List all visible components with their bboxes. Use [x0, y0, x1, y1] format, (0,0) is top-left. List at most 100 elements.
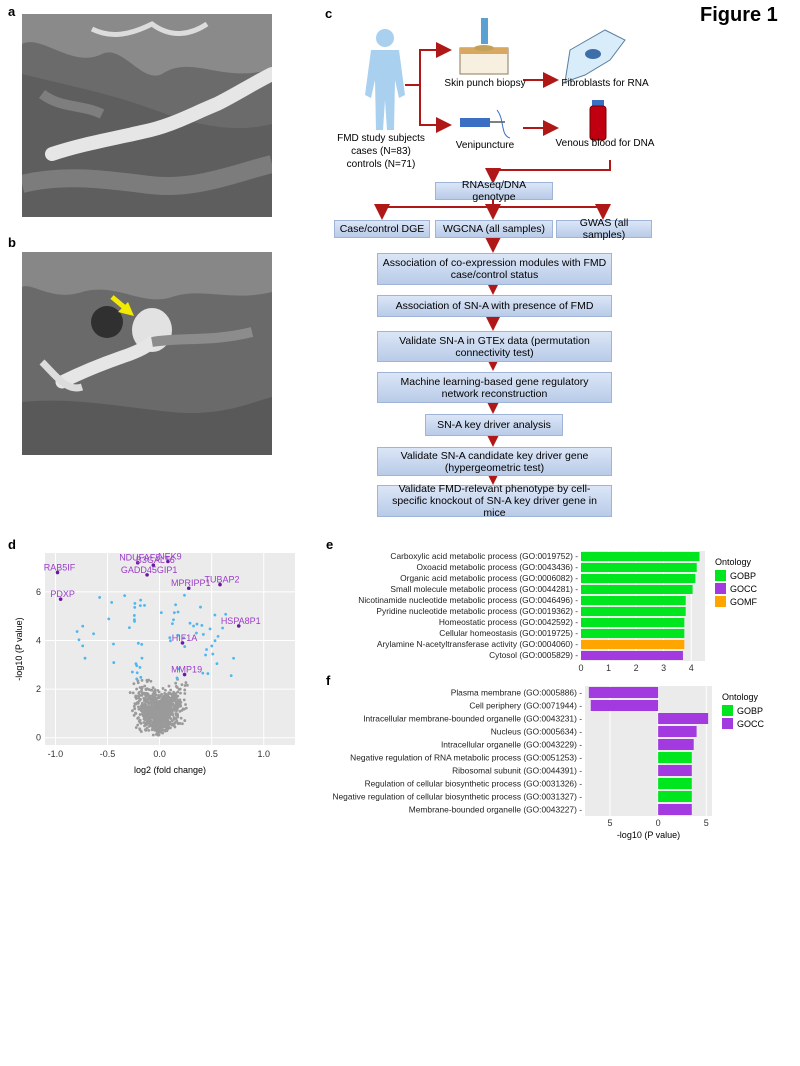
volcano-point: [169, 639, 172, 643]
volcano-point: [77, 638, 81, 642]
venous-blood-label: Venous blood for DNA: [555, 138, 655, 149]
volcano-point: [175, 700, 179, 704]
ct-image-b: [22, 252, 272, 455]
volcano-point: [158, 708, 162, 712]
volcano-point: [145, 713, 149, 717]
volcano-point: [150, 688, 154, 692]
category-label: Cytosol (GO:0005829) -: [489, 650, 578, 660]
volcano-point: [139, 675, 143, 679]
panel-label-d: d: [8, 537, 16, 552]
volcano-point: [136, 717, 140, 720]
volcano-point: [161, 695, 165, 699]
volcano-point: [153, 688, 157, 692]
volcano-point: [143, 712, 147, 715]
gene-point: [58, 597, 63, 601]
volcano-point: [138, 666, 142, 669]
volcano-point: [165, 726, 168, 730]
gene-point: [218, 582, 222, 587]
volcano-point: [135, 677, 139, 681]
volcano-point: [142, 709, 146, 713]
volcano-point: [140, 642, 144, 646]
legend-label: GOCC: [730, 584, 758, 594]
volcano-point: [175, 719, 179, 723]
category-label: Intracellular organelle (GO:0043229) -: [441, 739, 582, 749]
volcano-point: [172, 618, 175, 622]
volcano-point: [98, 596, 102, 599]
volcano-point: [157, 722, 161, 726]
volcano-point: [75, 630, 79, 633]
volcano-point: [175, 676, 179, 680]
subjects-caption: FMD study subjects cases (N=83) controls…: [326, 132, 436, 171]
volcano-point: [130, 670, 134, 674]
volcano-point: [145, 687, 149, 691]
skin-biopsy-label: Skin punch biopsy: [444, 78, 526, 89]
bar: [658, 752, 692, 763]
volcano-point: [134, 712, 138, 715]
gene-label: MPRIPP1: [171, 578, 211, 588]
volcano-point: [148, 695, 151, 698]
volcano-point: [137, 707, 141, 711]
volcano-point: [160, 702, 164, 706]
volcano-point: [140, 685, 144, 689]
volcano-point: [183, 719, 187, 722]
bar: [581, 618, 685, 627]
volcano-point: [137, 705, 140, 709]
volcano-point: [144, 723, 147, 727]
flow-box-step4: Machine learning-based gene regulatory n…: [377, 372, 612, 403]
volcano-point: [160, 692, 164, 696]
volcano-point: [81, 624, 85, 628]
volcano-point: [178, 704, 182, 708]
volcano-point: [128, 626, 131, 630]
volcano-point: [143, 684, 147, 688]
volcano-point: [165, 717, 169, 721]
volcano-point: [166, 710, 170, 714]
legend-label: GOBP: [737, 706, 763, 716]
x-axis-label: -log10 (P value): [617, 830, 680, 840]
volcano-point: [139, 705, 143, 708]
category-label: Negative regulation of cellular biosynth…: [332, 791, 582, 801]
volcano-point: [172, 718, 175, 722]
bar: [588, 687, 659, 698]
x-tick-label: 5: [704, 818, 709, 828]
go-bar-chart-f: Plasma membrane (GO:0005886) -Cell perip…: [332, 686, 765, 840]
legend-label: GOMF: [730, 597, 757, 607]
volcano-point: [151, 707, 155, 710]
volcano-point: [155, 718, 159, 721]
volcano-point: [136, 641, 140, 645]
volcano-point: [210, 644, 214, 648]
volcano-point: [159, 711, 163, 715]
panel-label-a: a: [8, 4, 16, 19]
volcano-point: [140, 701, 144, 705]
gene-point: [182, 672, 187, 677]
volcano-point: [183, 684, 187, 687]
bar: [581, 596, 686, 605]
flow-box-wgcna: WGCNA (all samples): [435, 220, 553, 238]
volcano-point: [174, 692, 178, 696]
volcano-point: [147, 728, 151, 732]
volcano-point: [184, 706, 188, 710]
volcano-point: [221, 626, 224, 630]
volcano-point: [138, 727, 142, 731]
volcano-point: [138, 718, 142, 722]
volcano-point: [205, 648, 208, 651]
volcano-point: [135, 701, 139, 705]
figure-title: Figure 1: [700, 4, 778, 26]
category-label: Ribosomal subunit (GO:0044391) -: [452, 765, 582, 775]
volcano-point: [183, 645, 187, 648]
volcano-point: [232, 656, 235, 660]
volcano-point: [180, 683, 184, 687]
volcano-point: [152, 722, 155, 726]
volcano-point: [133, 605, 137, 609]
volcano-point: [185, 683, 189, 687]
y-axis-label: -log10 (P value): [14, 617, 24, 680]
volcano-point: [181, 707, 185, 711]
x-tick-label: 0: [656, 818, 661, 828]
x-tick-label: 1: [606, 663, 611, 673]
volcano-point: [206, 672, 210, 675]
y-tick-label: 4: [36, 635, 41, 645]
flowchart-diagram: [365, 18, 626, 485]
flow-box-dge: Case/control DGE: [334, 220, 430, 238]
volcano-point: [157, 733, 161, 737]
volcano-point: [182, 636, 186, 640]
x-tick-label: -1.0: [48, 749, 64, 759]
